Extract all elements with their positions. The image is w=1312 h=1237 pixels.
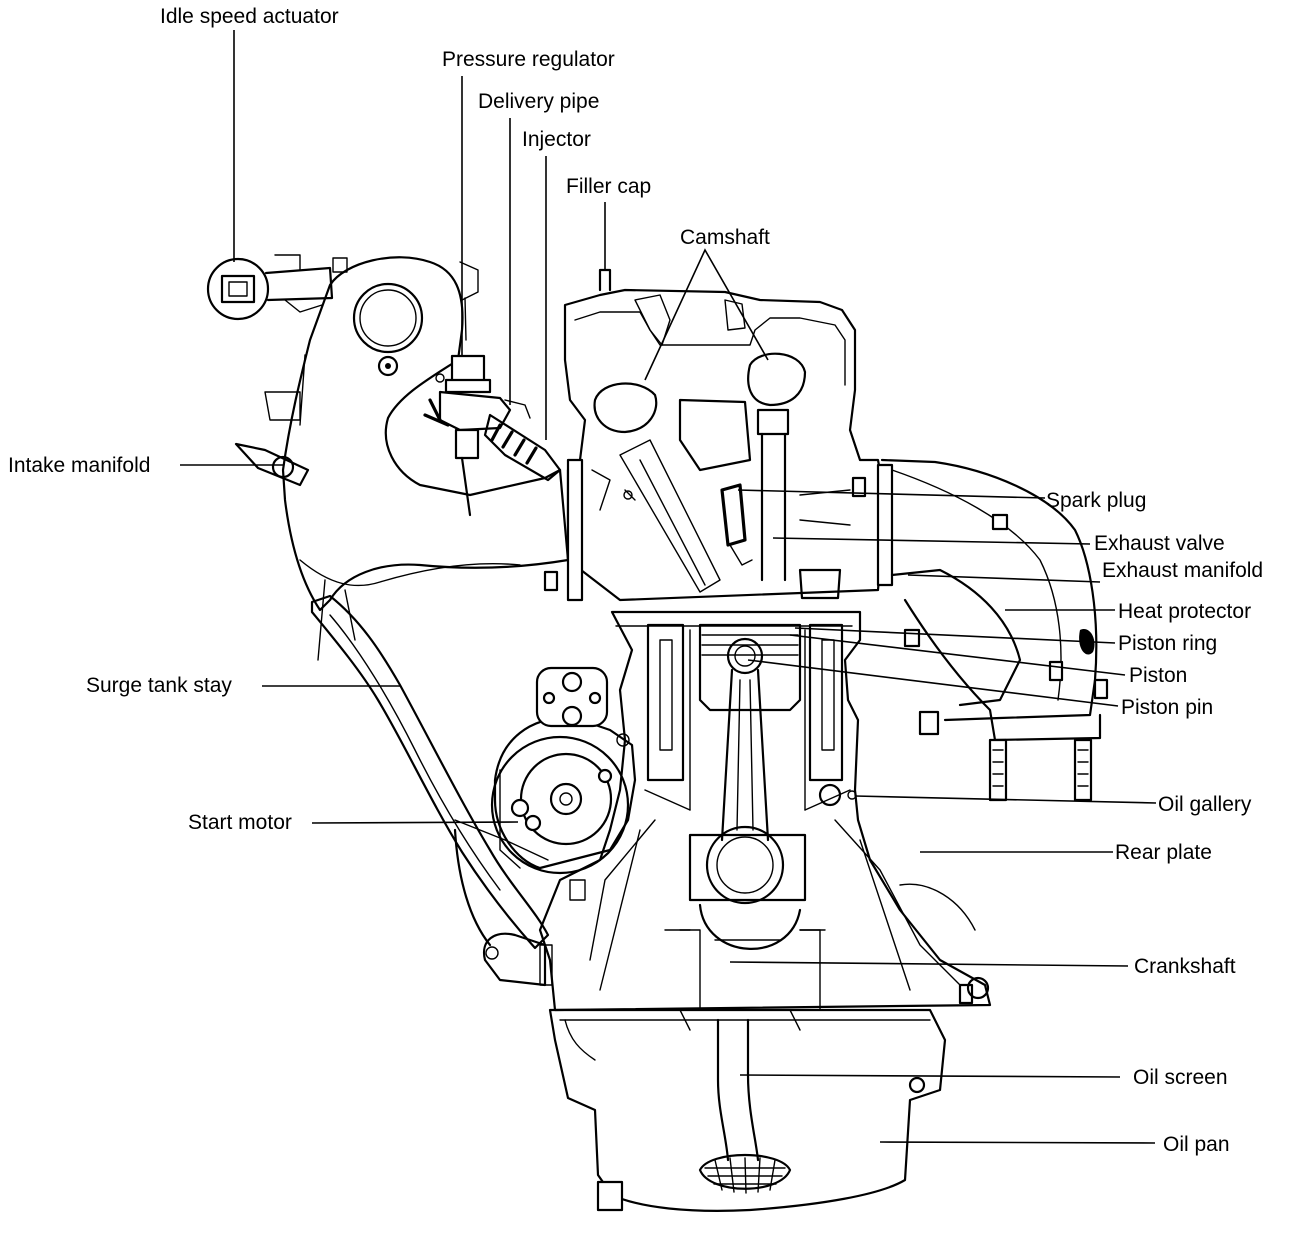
intake-manifold-body [234,256,570,661]
leader-piston-pin [747,659,1119,707]
label-camshaft: Camshaft [680,226,770,249]
label-piston-pin: Piston pin [1121,696,1213,719]
label-piston: Piston [1129,664,1187,687]
leader-start-motor [311,821,519,824]
label-intake-manifold: Intake manifold [8,454,150,477]
label-oil-gallery: Oil gallery [1158,793,1252,816]
leader-oil-gallery [854,795,1157,804]
label-spark-plug: Spark plug [1046,489,1146,512]
engine-drawing [206,254,1109,1212]
label-crankshaft: Crankshaft [1134,955,1236,978]
cylinder-head-part [543,268,894,602]
leader-lines [180,30,1157,1144]
leader-exhaust-valve [772,537,1091,545]
label-exhaust-valve: Exhaust valve [1094,532,1225,555]
label-idle-speed-actuator: Idle speed actuator [160,5,339,28]
part-labels: Idle speed actuator Pressure regulator D… [8,5,1263,1156]
surge-tank-stay-part [310,594,550,950]
label-delivery-pipe: Delivery pipe [478,90,599,113]
fuel-rail-parts [423,354,562,517]
label-piston-ring: Piston ring [1118,632,1217,655]
label-injector: Injector [522,128,591,151]
leader-piston-ring [794,627,1116,644]
label-surge-tank-stay: Surge tank stay [86,674,232,697]
label-start-motor: Start motor [188,811,292,834]
oil-pan-part [548,1008,947,1212]
leader-oil-screen [739,1074,1121,1078]
label-oil-pan: Oil pan [1163,1133,1230,1156]
start-motor-part [490,666,637,875]
leader-crankshaft [729,961,1129,967]
leader-piston [789,634,1126,676]
label-heat-protector: Heat protector [1118,600,1251,623]
label-rear-plate: Rear plate [1115,841,1212,864]
oil-screen-part [698,1018,792,1194]
piston-assembly-part [664,623,826,950]
idle-speed-actuator-part [206,254,348,321]
leader-spark-plug [737,489,1046,499]
label-oil-screen: Oil screen [1133,1066,1228,1089]
leader-camshaft [644,248,769,381]
leader-oil-pan [879,1141,1156,1144]
exhaust-manifold-part [880,458,1109,802]
label-filler-cap: Filler cap [566,175,651,198]
label-exhaust-manifold: Exhaust manifold [1102,559,1263,582]
label-pressure-regulator: Pressure regulator [442,48,615,71]
leader-exhaust-manifold [907,574,1101,583]
